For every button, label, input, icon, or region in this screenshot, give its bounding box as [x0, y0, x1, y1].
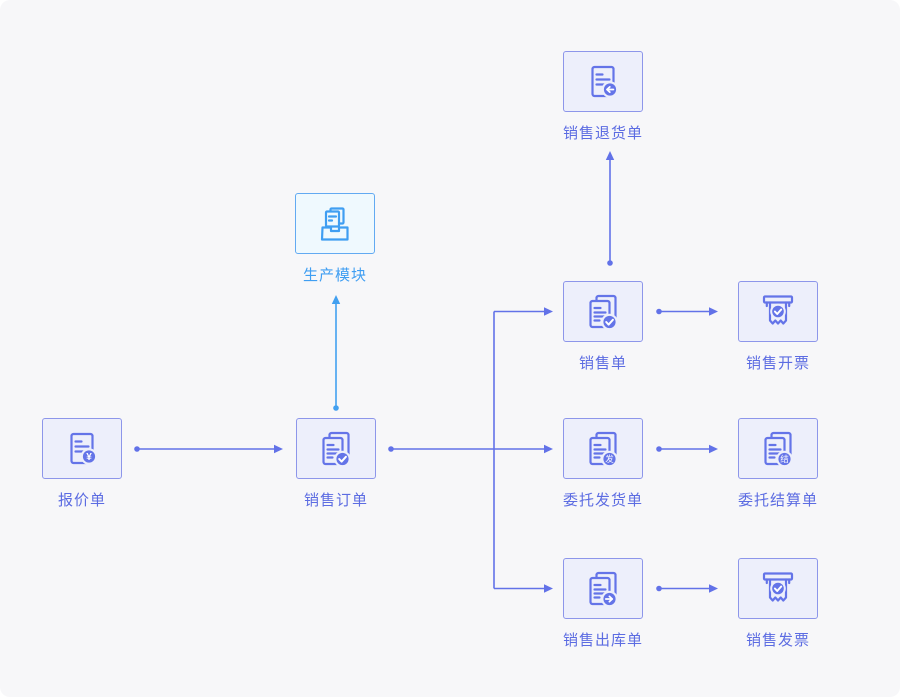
node-production: 生产模块 — [295, 193, 375, 285]
sales-invoicing-card[interactable] — [738, 281, 818, 342]
arrowhead-icon — [709, 584, 718, 593]
consign-delivery-card[interactable]: 发 — [563, 418, 643, 479]
doc-stack-check-icon — [589, 294, 618, 330]
production-card[interactable] — [295, 193, 375, 254]
sales-order-card[interactable] — [296, 418, 376, 479]
sales-invoice-card[interactable] — [738, 558, 818, 619]
arrowhead-icon — [605, 151, 615, 160]
yuan-badge-glyph: ¥ — [86, 452, 92, 463]
doc-stack-settle-icon: 结 — [764, 431, 793, 467]
doc-yuan-icon: ¥ — [70, 432, 98, 465]
node-quote: ¥ 报价单 — [42, 418, 122, 510]
node-label: 销售发票 — [745, 632, 810, 649]
node-label: 销售出库单 — [563, 632, 644, 649]
node-sales-return: 销售退货单 — [563, 51, 643, 143]
sales-slip-card[interactable] — [563, 281, 643, 342]
inbox-archive-icon — [320, 206, 349, 241]
node-label: 生产模块 — [302, 267, 367, 284]
settle-badge-glyph: 结 — [780, 454, 789, 464]
arrowhead-icon — [331, 295, 341, 304]
node-label: 报价单 — [57, 492, 106, 509]
blue-connector — [331, 295, 341, 411]
receipt-check-icon — [762, 294, 794, 325]
arrowhead-icon — [709, 444, 718, 454]
doc-stack-send-icon: 发 — [589, 431, 618, 467]
node-sales-outbound: 销售出库单 — [563, 558, 643, 650]
doc-outbound-icon — [589, 571, 618, 607]
quote-card[interactable]: ¥ — [42, 418, 122, 479]
node-sales-slip: 销售单 — [563, 281, 643, 373]
sales-outbound-card[interactable] — [563, 558, 643, 619]
arrowhead-icon — [544, 584, 553, 593]
receipt-check-icon — [762, 571, 794, 602]
node-label: 销售开票 — [745, 355, 810, 372]
arrowhead-icon — [274, 444, 283, 454]
purple-connectors — [134, 151, 718, 593]
node-sales-invoice: 销售发票 — [738, 558, 818, 650]
sales-return-card[interactable] — [563, 51, 643, 112]
arrowhead-icon — [544, 307, 553, 316]
node-sales-invoicing: 销售开票 — [738, 281, 818, 373]
node-label: 委托结算单 — [738, 492, 819, 509]
node-label: 委托发货单 — [563, 492, 644, 509]
node-consign-delivery: 发 委托发货单 — [563, 418, 643, 510]
node-sales-order: 销售订单 — [296, 418, 376, 510]
consign-settle-card[interactable]: 结 — [738, 418, 818, 479]
node-label: 销售单 — [578, 355, 627, 372]
node-label: 销售退货单 — [563, 125, 644, 142]
send-badge-glyph: 发 — [605, 454, 614, 464]
doc-stack-check-icon — [322, 431, 351, 467]
arrowhead-icon — [709, 307, 718, 316]
node-consign-settle: 结 委托结算单 — [738, 418, 818, 510]
node-label: 销售订单 — [303, 492, 368, 509]
doc-return-icon — [591, 65, 619, 98]
arrowhead-icon — [544, 444, 553, 454]
